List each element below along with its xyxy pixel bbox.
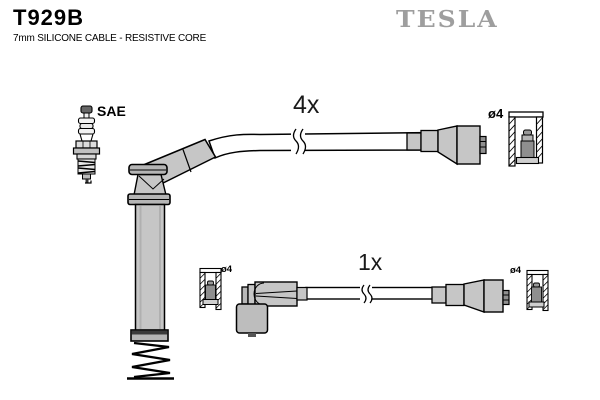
cable-break-gap xyxy=(291,131,305,153)
boot-ring xyxy=(131,330,168,335)
coil-lead-quantity-label: 1x xyxy=(358,249,383,275)
product-description: 7mm SILICONE CABLE - RESISTIVE CORE xyxy=(13,33,207,44)
brand-logo: TESLA xyxy=(396,5,499,33)
boot-spring xyxy=(127,341,174,380)
cable-break-gap xyxy=(360,286,372,301)
hatching-right xyxy=(543,275,548,310)
terminal-diameter-label-top: ø4 xyxy=(488,106,504,121)
spark-plug-boot-illustration xyxy=(127,138,217,380)
terminal-cup-bottom-right-illustration xyxy=(526,269,549,312)
spark-plug-standard-label: SAE xyxy=(97,103,126,119)
spark-plug-illustration xyxy=(72,105,101,184)
main-lead-quantity-label: 4x xyxy=(293,91,320,119)
terminal-diameter-label-bottom-right: ø4 xyxy=(510,265,522,276)
part-number: T929B xyxy=(13,5,85,30)
plug-threads xyxy=(77,160,96,174)
terminal-diameter-label-bottom-left: ø4 xyxy=(221,264,233,275)
terminal-cup-bottom-left-illustration xyxy=(199,267,222,311)
terminal-cup-top-illustration xyxy=(508,111,544,167)
hatching-left xyxy=(200,273,205,308)
coil-connector-top-illustration xyxy=(406,125,487,166)
coil-lead-cable xyxy=(305,284,435,304)
hatching-left xyxy=(508,117,516,166)
main-lead-cable xyxy=(208,128,435,160)
coil-connector-bottom-illustration xyxy=(431,279,510,313)
elbow-boot-illustration xyxy=(235,281,308,337)
boot-nub xyxy=(248,333,256,337)
